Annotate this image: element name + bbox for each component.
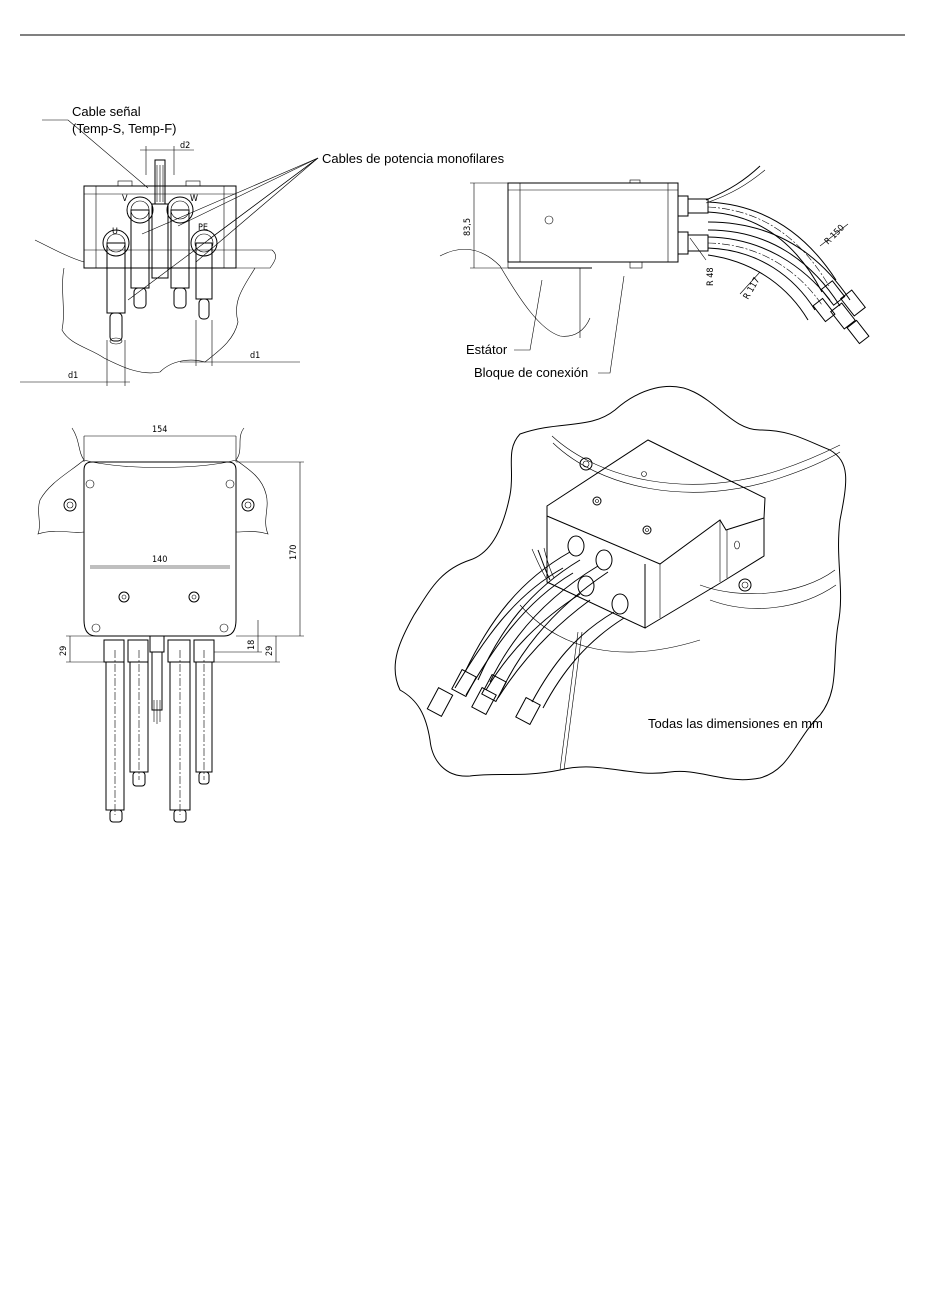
label-cable-senal-signals: (Temp-S, Temp-F) — [72, 121, 177, 136]
side-block-body — [508, 183, 678, 262]
leader-estator — [514, 280, 542, 350]
front-cable-signal — [152, 160, 168, 278]
iso-cable-4 — [532, 612, 614, 702]
phase-label-u: U — [112, 227, 118, 237]
label-estator: Estátor — [466, 342, 508, 357]
plan-plate — [84, 462, 236, 636]
side-cable-1 — [708, 202, 836, 280]
leader-bloque — [598, 276, 624, 373]
dim-83-5: 83,5 — [463, 218, 473, 236]
front-cable-u — [103, 230, 129, 344]
label-bloque-conexion: Bloque de conexión — [474, 365, 588, 380]
dim-r150: R 150 — [823, 223, 847, 247]
dim-d1-right: d1 — [250, 351, 260, 361]
label-cable-senal: Cable señal — [72, 104, 141, 119]
dim-140: 140 — [152, 555, 167, 565]
front-view: U V W PE d2 d1 d1 — [20, 120, 318, 386]
plan-view: 154 140 170 29 18 29 — [38, 425, 304, 822]
phase-label-pe: PE — [198, 223, 208, 233]
side-cable-2 — [708, 237, 830, 300]
iso-box-top — [547, 440, 765, 564]
phase-label-w: W — [190, 194, 198, 204]
iso-box-side — [645, 518, 764, 628]
label-todas-dimensiones: Todas las dimensiones en mm — [648, 716, 823, 731]
label-cables-potencia: Cables de potencia monofilares — [322, 151, 505, 166]
dim-154: 154 — [152, 425, 167, 435]
dim-r48: R 48 — [706, 268, 716, 287]
dim-18: 18 — [247, 640, 257, 650]
iso-cable-2 — [490, 566, 598, 682]
front-stator-top — [35, 240, 276, 268]
dim-29-right: 29 — [265, 646, 275, 656]
front-stator-break — [62, 268, 255, 373]
phase-label-v: V — [122, 194, 128, 204]
dim-d1-left: d1 — [68, 371, 78, 381]
dim-29-left: 29 — [59, 646, 69, 656]
dim-d2: d2 — [180, 141, 190, 151]
dim-170: 170 — [289, 545, 299, 560]
